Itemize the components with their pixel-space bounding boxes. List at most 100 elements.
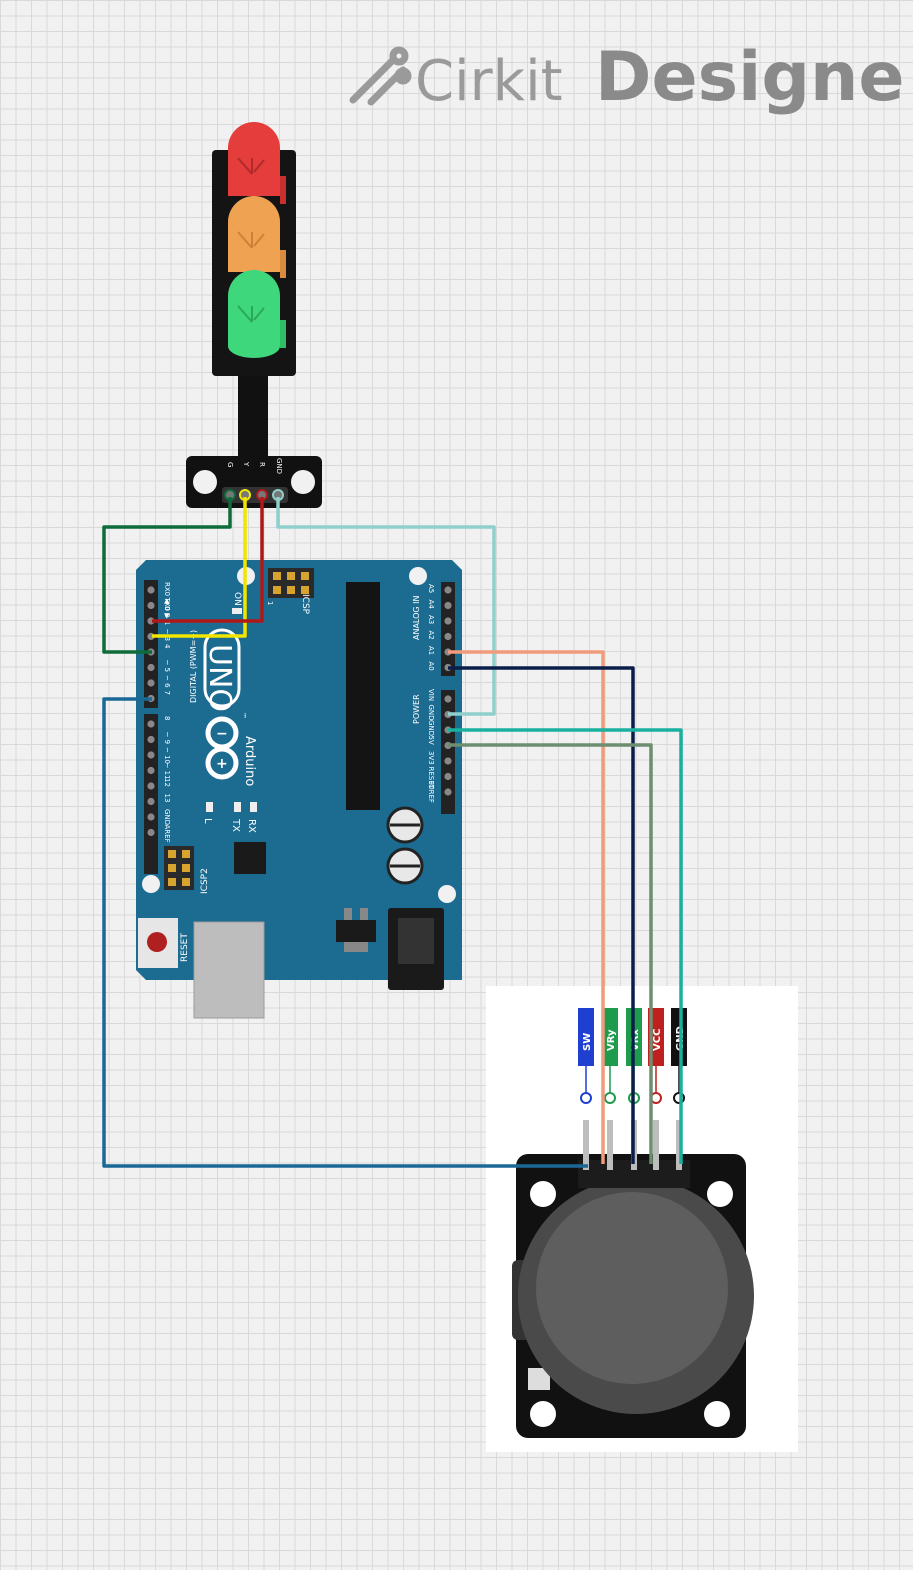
arduino-pin-label: ~ 6 xyxy=(163,675,171,688)
power-header xyxy=(441,690,455,814)
joystick-hole-tl xyxy=(530,1181,556,1207)
led-red xyxy=(228,122,286,204)
logo-plus: + xyxy=(216,756,228,772)
brand-logo: Cirkit Designer xyxy=(345,28,913,118)
mount-hole-right xyxy=(291,470,315,494)
arduino-pin-a3[interactable] xyxy=(444,617,452,625)
tl-header xyxy=(222,487,288,503)
arduino-pin-ioref[interactable] xyxy=(444,788,452,796)
wire-tl-g-to-d4[interactable] xyxy=(102,497,232,654)
arduino-pin-11[interactable] xyxy=(147,766,155,775)
brand-name: Designer xyxy=(595,38,905,117)
joystick-smd xyxy=(528,1368,550,1390)
tl-pin-label-gnd: GND xyxy=(275,458,283,474)
arduino-pin-label: A2 xyxy=(427,631,435,640)
joystick-hole-br xyxy=(704,1401,730,1427)
arduino-pin-10[interactable] xyxy=(147,751,155,759)
arduino-pin-9[interactable] xyxy=(147,735,155,744)
joystick-pin-tag-sw xyxy=(578,1008,594,1066)
digital-label: DIGITAL (PWM=~) xyxy=(189,630,198,703)
arduino-pin-label: IOREF xyxy=(427,782,435,803)
tl-pin-label-r: R xyxy=(258,462,266,467)
joystick-header-pin xyxy=(607,1120,613,1170)
joystick-pin-label-sw: SW xyxy=(582,1033,593,1051)
arduino-pin-gnd[interactable] xyxy=(147,813,155,821)
joystick-pin-label-vcc: VCC xyxy=(652,1029,663,1051)
arduino-pin-label: GND xyxy=(163,809,171,825)
led-yellow xyxy=(228,196,286,278)
arduino-pin-reset[interactable] xyxy=(444,772,452,781)
reset-label: RESET xyxy=(180,933,190,962)
reset-button[interactable] xyxy=(147,932,167,952)
arduino-pin-label: GND xyxy=(427,705,435,721)
arduino-uno[interactable]: ICSP 1 ICSP2 L TX RX ON RESET UNO − + Ar… xyxy=(136,560,462,1019)
wire-a1-to-vry[interactable] xyxy=(448,650,605,1164)
arduino-pin-label: 13 xyxy=(163,794,171,803)
traffic-light-pole xyxy=(238,372,268,462)
arduino-pin-aref[interactable] xyxy=(147,828,155,837)
board-hole-3 xyxy=(142,875,160,893)
icsp-pin1-label: 1 xyxy=(266,601,274,605)
led-tx-label: TX xyxy=(230,818,241,832)
digital-header-2 xyxy=(144,714,158,874)
arduino-pin-2[interactable] xyxy=(147,617,155,625)
arduino-pin-label: ~ 10 xyxy=(163,747,171,764)
arduino-pin-rx0-0[interactable] xyxy=(147,586,155,594)
arduino-pin-tx0-1[interactable] xyxy=(147,601,155,610)
arduino-board xyxy=(136,560,462,980)
joystick-pin-label-vrx: VRx xyxy=(630,1029,641,1051)
joystick-hole-bl xyxy=(530,1401,556,1427)
joystick-pin-tag-vry xyxy=(602,1008,618,1066)
led-on-label: ON xyxy=(232,592,242,606)
uno-label: UNO xyxy=(202,644,237,712)
led-l xyxy=(206,802,213,812)
led-tx xyxy=(234,802,241,812)
arduino-pin-6[interactable] xyxy=(147,679,155,687)
arduino-pin-label: VIN xyxy=(427,689,435,701)
atmega-chip xyxy=(346,582,380,810)
wire-tl-r-to-d2[interactable] xyxy=(152,497,264,623)
arduino-pin-a5[interactable] xyxy=(444,586,452,594)
wire-tl-y-to-d3[interactable] xyxy=(152,497,247,638)
joystick-pin-vry[interactable] xyxy=(604,1092,616,1104)
arduino-pin-a2[interactable] xyxy=(444,632,452,641)
wire-gnd-to-gnd[interactable] xyxy=(448,728,683,1164)
arduino-pin-label: GND xyxy=(427,720,435,736)
led-on xyxy=(232,608,242,614)
arduino-infinity-logo: − + xyxy=(205,716,239,780)
icsp2-label: ICSP2 xyxy=(200,868,210,894)
usb-chip xyxy=(234,842,266,874)
arduino-brand: Arduino xyxy=(242,736,257,786)
icsp-label: ICSP xyxy=(300,594,310,615)
arduino-pin-13[interactable] xyxy=(147,797,155,806)
led-green xyxy=(228,270,286,358)
wire-d7-to-sw[interactable] xyxy=(102,697,588,1168)
arduino-pin-a4[interactable] xyxy=(444,601,452,610)
arduino-pin-label: A1 xyxy=(427,646,435,655)
traffic-light-module[interactable]: G Y R GND xyxy=(186,122,322,508)
arduino-pin-3v3[interactable] xyxy=(444,757,452,765)
arduino-pin-vin[interactable] xyxy=(444,695,452,703)
arduino-pin-12[interactable] xyxy=(147,782,155,790)
digital-header-1 xyxy=(144,580,158,708)
joystick-pin-sw[interactable] xyxy=(580,1092,592,1104)
arduino-pin-label: 2 xyxy=(163,613,171,617)
arduino-pin-5[interactable] xyxy=(147,663,155,672)
wire-group xyxy=(102,497,683,1168)
analog-header xyxy=(441,582,455,676)
joystick-pin-tag-gnd xyxy=(671,1008,687,1066)
arduino-pin-label: AREF xyxy=(163,825,171,843)
led-rx-label: RX xyxy=(246,819,257,833)
wire-a0-to-vrx[interactable] xyxy=(448,666,635,1164)
wire-tl-gnd-to-gnd[interactable] xyxy=(276,497,496,716)
wire-5v-to-vcc[interactable] xyxy=(448,743,653,1164)
tl-pin-label-g: G xyxy=(226,462,234,467)
wire-pencil-icon xyxy=(349,46,412,106)
analog-label: ANALOG IN xyxy=(412,596,421,641)
arduino-pin-label: ~ 9 xyxy=(163,732,171,745)
arduino-pin-8[interactable] xyxy=(147,720,155,728)
arduino-pin-label: 12 xyxy=(163,778,171,787)
